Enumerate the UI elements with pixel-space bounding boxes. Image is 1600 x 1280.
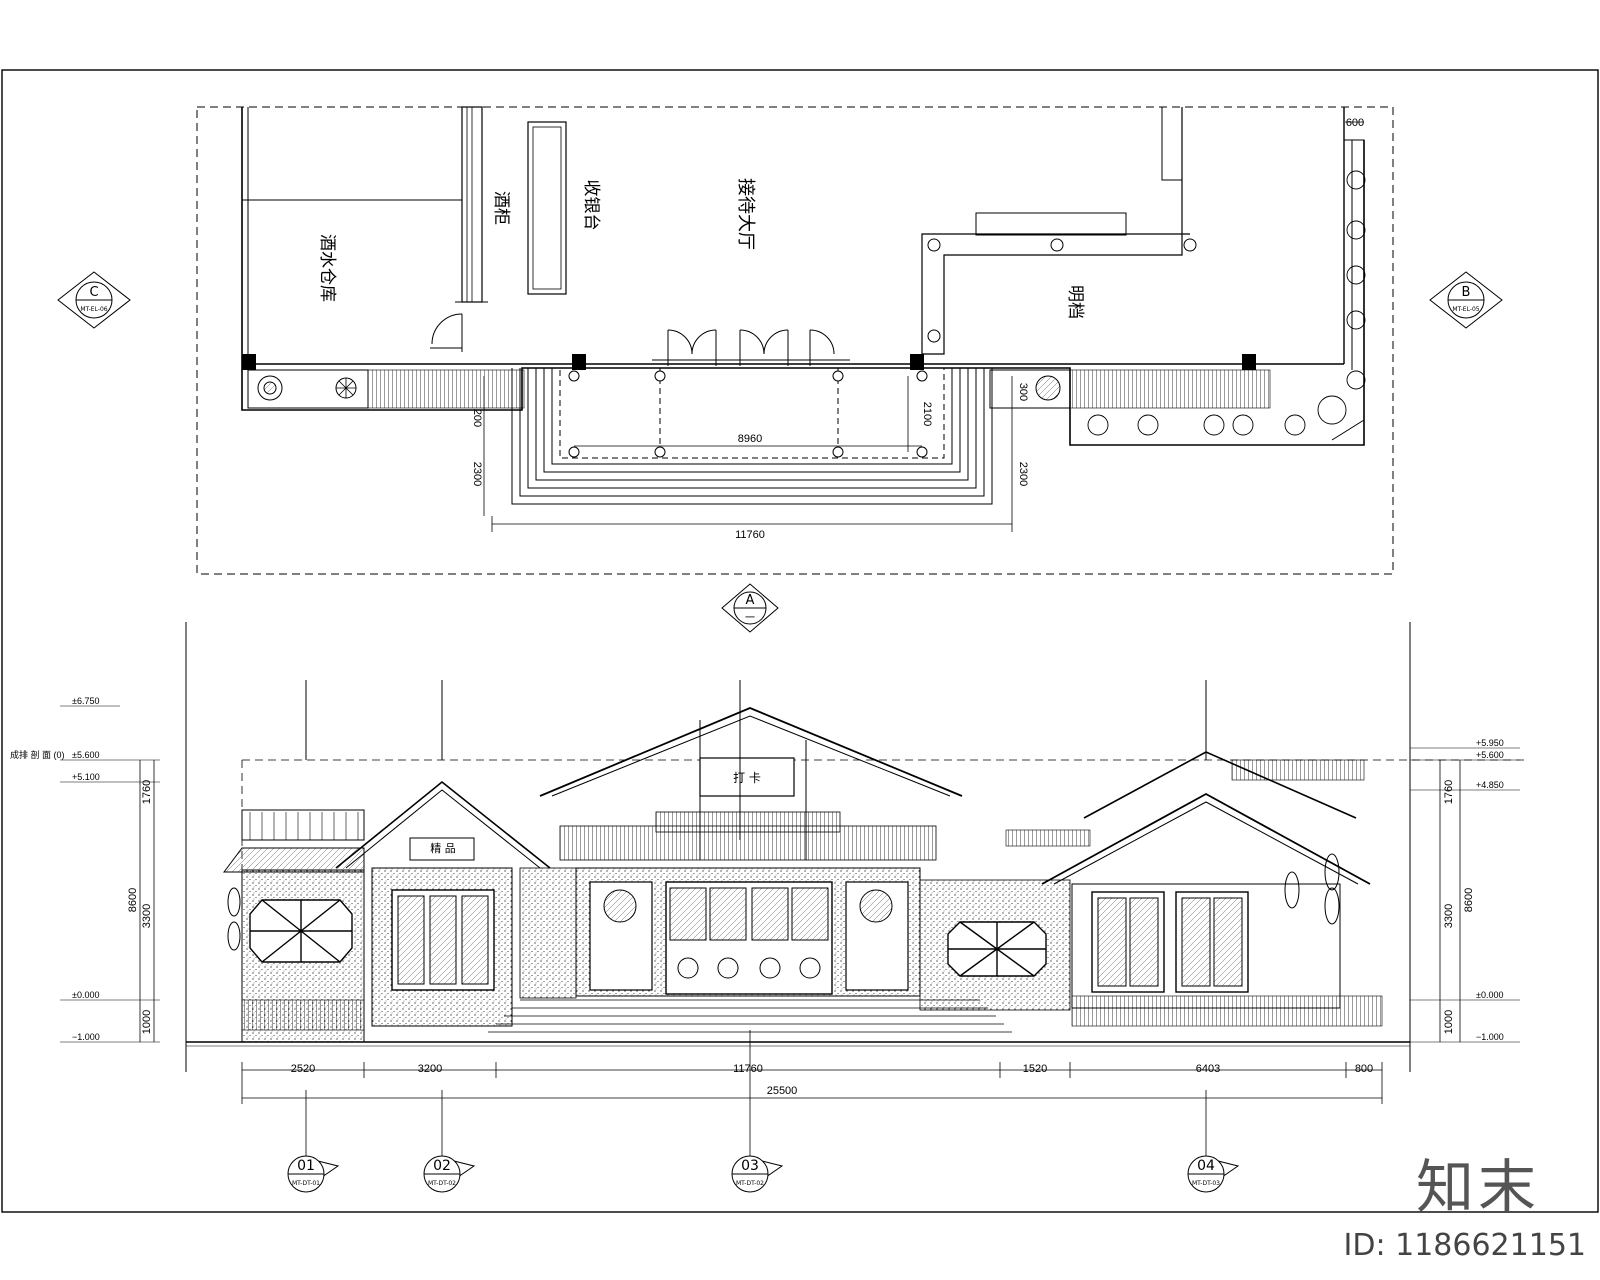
levels-left: ±6.750 ±5.600 +5.100 ±0.000 −1.000 成排 剖 … <box>10 696 100 1042</box>
dim-300: 300 <box>1017 383 1029 401</box>
level-right-5: −1.000 <box>1476 1032 1504 1042</box>
level-left-4: ±0.000 <box>72 990 99 1000</box>
level-left-2: ±5.600 <box>72 750 99 760</box>
sign-left: 精 品 <box>430 842 456 855</box>
marker-b-letter: B <box>1462 285 1471 300</box>
marker-a-letter: A <box>746 593 755 608</box>
level-right-4: ±0.000 <box>1476 990 1503 1000</box>
vdim-left-3: 8600 <box>127 888 139 912</box>
total-dim: 25500 <box>767 1085 798 1097</box>
level-right-3: +4.850 <box>1476 780 1504 790</box>
vdim-right-1: 1760 <box>1443 780 1455 804</box>
level-left-5: −1.000 <box>72 1032 100 1042</box>
axis-01-id: 01 <box>297 1158 315 1174</box>
brand-id: ID: 1186621151 <box>1343 1228 1586 1263</box>
room-reception-hall: 接待大厅 <box>735 178 756 250</box>
marker-c: C MT-EL-06 <box>57 271 131 329</box>
axis-02-ref: MT-DT-02 <box>428 1180 456 1187</box>
axis-04-ref: MT-DT-03 <box>1192 1180 1220 1187</box>
vdim-left-1: 1760 <box>141 780 153 804</box>
dim-200: 200 <box>471 409 483 427</box>
level-left-1: ±6.750 <box>72 696 99 706</box>
vertical-dims-right: 1760 3300 8600 1000 <box>1443 780 1475 1034</box>
level-right-2: +5.600 <box>1476 750 1504 760</box>
axis-03-id: 03 <box>741 1158 759 1174</box>
vertical-dims-left: 1760 3300 8600 1000 <box>127 780 153 1034</box>
vdim-right-2: 3300 <box>1443 904 1455 928</box>
axis-03: 03 MT-DT-02 <box>731 1155 784 1193</box>
marker-b-ref: MT-EL-05 <box>1452 306 1479 313</box>
bdim-3: 11760 <box>733 1063 763 1075</box>
elevation <box>60 622 1524 1158</box>
level-left-3: +5.100 <box>72 772 100 782</box>
vdim-right-4: 1000 <box>1443 1010 1455 1034</box>
dim-8960: 8960 <box>738 433 762 445</box>
level-right-1: +5.950 <box>1476 738 1504 748</box>
bdim-6: 800 <box>1355 1063 1373 1075</box>
axis-03-ref: MT-DT-02 <box>736 1180 764 1187</box>
marker-b: B MT-EL-05 <box>1429 271 1503 329</box>
room-cashier: 收银台 <box>581 180 601 231</box>
axis-01-ref: MT-DT-01 <box>292 1180 320 1187</box>
dim-600: 600 <box>1346 117 1364 129</box>
left-note: 成排 剖 面 (0) <box>10 749 65 760</box>
bdim-1: 2520 <box>291 1063 315 1075</box>
dim-11760: 11760 <box>735 529 765 541</box>
room-open-booth: 明档 <box>1065 285 1085 319</box>
room-wine-cabinet: 酒柜 <box>491 191 511 225</box>
marker-c-letter: C <box>89 285 98 300</box>
levels-right: +5.950 +5.600 +4.850 ±0.000 −1.000 <box>1476 738 1504 1042</box>
marker-c-ref: MT-EL-06 <box>80 306 107 313</box>
dim-2300-left: 2300 <box>471 462 483 486</box>
bdim-4: 1520 <box>1023 1063 1047 1075</box>
axis-02: 02 MT-DT-02 <box>423 1155 476 1193</box>
bottom-dims: 2520 3200 11760 1520 6403 800 25500 <box>291 1063 1373 1097</box>
bdim-5: 6403 <box>1196 1063 1220 1075</box>
axis-04-id: 04 <box>1197 1158 1215 1174</box>
sign-main: 打 卡 <box>733 771 761 785</box>
marker-a: A 一 <box>721 583 779 633</box>
axis-01: 01 MT-DT-01 <box>287 1155 340 1193</box>
marker-a-ref: 一 <box>745 613 755 624</box>
bdim-2: 3200 <box>418 1063 442 1075</box>
dim-2100: 2100 <box>921 402 933 426</box>
sheet-border <box>1 69 1599 1213</box>
floor-plan <box>196 106 1394 575</box>
brand-logo: 知末 <box>1415 1153 1540 1221</box>
axis-02-id: 02 <box>433 1158 451 1174</box>
dim-2300-right: 2300 <box>1017 462 1029 486</box>
vdim-left-2: 3300 <box>141 904 153 928</box>
axis-04: 04 MT-DT-03 <box>1187 1155 1240 1193</box>
vdim-left-4: 1000 <box>141 1010 153 1034</box>
room-wine-storage: 酒水仓库 <box>317 234 337 302</box>
vdim-right-3: 8600 <box>1463 888 1475 912</box>
